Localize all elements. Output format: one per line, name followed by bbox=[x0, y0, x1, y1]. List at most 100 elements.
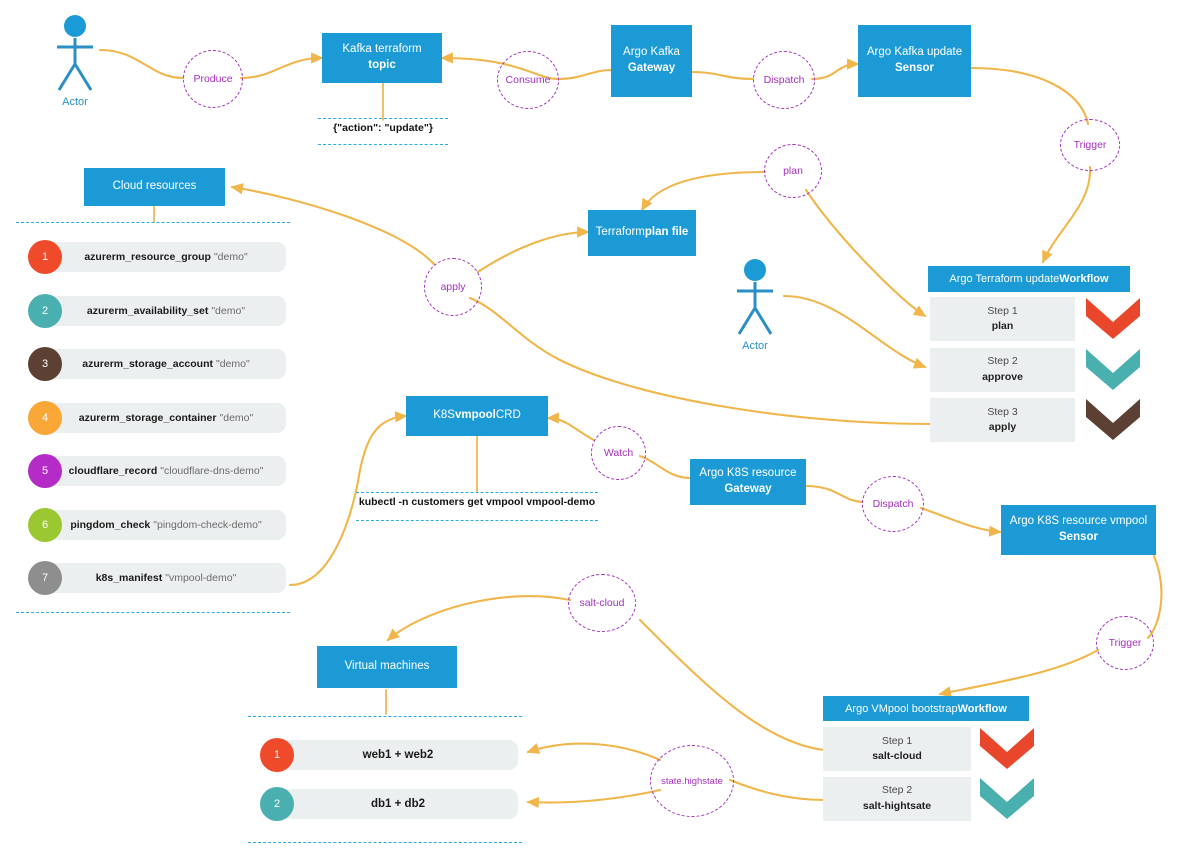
box-line-1: Argo K8S resource bbox=[699, 467, 797, 480]
edge-label-trigger-vmpool[interactable]: Trigger bbox=[1096, 616, 1154, 670]
workflow-title-bold: Workflow bbox=[957, 702, 1007, 715]
box-kafka-terraform-topic[interactable]: Kafka terraform topic bbox=[322, 33, 442, 83]
resource-name: "vmpool-demo" bbox=[165, 572, 237, 584]
edge-label-text: salt-cloud bbox=[579, 597, 625, 609]
resource-type: azurerm_storage_container bbox=[78, 411, 217, 424]
actor-producer: Actor bbox=[46, 14, 104, 114]
list-item[interactable]: web1 + web2 bbox=[278, 740, 518, 770]
resource-name: "demo" bbox=[219, 411, 254, 424]
edge-label-watch[interactable]: Watch bbox=[591, 426, 646, 480]
box-cloud-resources[interactable]: Cloud resources bbox=[84, 168, 225, 206]
box-line-2: plan file bbox=[644, 226, 689, 239]
terraform-workflow-header[interactable]: Argo Terraform update Workflow bbox=[928, 266, 1130, 292]
edge-label-salt-cloud[interactable]: salt-cloud bbox=[568, 574, 636, 632]
list-item[interactable]: azurerm_availability_set"demo" bbox=[46, 295, 286, 326]
workflow-step[interactable]: Step 2 approve bbox=[930, 347, 1075, 392]
box-line-1: Cloud resources bbox=[112, 180, 197, 193]
kafka-payload-annotation: {"action": "update"} bbox=[318, 118, 448, 145]
edge-label-produce[interactable]: Produce bbox=[183, 50, 243, 108]
step-name: salt-hightsate bbox=[862, 799, 932, 812]
list-item[interactable]: pingdom_check"pingdom-check-demo" bbox=[46, 509, 286, 540]
actor-icon bbox=[737, 259, 773, 335]
step-name: approve bbox=[982, 370, 1023, 383]
list-item-number: 4 bbox=[41, 411, 49, 424]
list-item[interactable]: azurerm_storage_container"demo" bbox=[46, 402, 286, 433]
box-terraform-plan-file[interactable]: Terraform plan file bbox=[588, 210, 696, 256]
list-item-bullet: 1 bbox=[28, 240, 62, 274]
resource-name: "pingdom-check-demo" bbox=[153, 518, 262, 531]
step-chevron bbox=[978, 726, 1036, 775]
vm-divider-bottom bbox=[248, 842, 522, 843]
list-item[interactable]: cloudflare_record"cloudflare-dns-demo" bbox=[46, 456, 286, 486]
dashed-divider-bottom bbox=[318, 144, 448, 145]
box-argo-k8s-resource-vmpool-sensor[interactable]: Argo K8S resource vmpool Sensor bbox=[1001, 505, 1156, 555]
edge-label-text: Dispatch bbox=[872, 498, 914, 510]
list-item-bullet: 6 bbox=[28, 507, 62, 542]
edge-label-text: Trigger bbox=[1108, 637, 1142, 649]
list-item-bullet: 2 bbox=[260, 787, 294, 821]
list-item-bullet: 4 bbox=[28, 400, 62, 435]
vm-name: db1 + db2 bbox=[371, 798, 425, 810]
vm-divider-top bbox=[248, 716, 522, 717]
actor-icon bbox=[57, 15, 93, 91]
box-line-2: Gateway bbox=[627, 62, 676, 74]
box-virtual-machines[interactable]: Virtual machines bbox=[317, 646, 457, 688]
step-label: Step 1 bbox=[987, 304, 1018, 317]
resource-name: "demo" bbox=[215, 358, 250, 370]
edge-label-text: Consume bbox=[505, 74, 551, 86]
edge-label-dispatch-kafka[interactable]: Dispatch bbox=[753, 51, 815, 109]
list-item-bullet: 5 bbox=[28, 454, 62, 488]
box-argo-k8s-resource-gateway[interactable]: Argo K8S resource Gateway bbox=[690, 459, 806, 505]
box-line-1: Kafka terraform bbox=[342, 43, 422, 56]
step-label: Step 2 bbox=[881, 784, 913, 797]
step-name: apply bbox=[988, 421, 1017, 433]
edge-label-state-highstate[interactable]: state.highstate bbox=[650, 745, 734, 817]
edge-label-trigger-terraform[interactable]: Trigger bbox=[1060, 119, 1120, 171]
edge-label-dispatch-k8s[interactable]: Dispatch bbox=[862, 476, 924, 532]
list-item[interactable]: db1 + db2 bbox=[278, 789, 518, 819]
resource-type: k8s_manifest bbox=[95, 572, 163, 584]
edge-label-text: state.highstate bbox=[661, 775, 723, 787]
workflow-step[interactable]: Step 2 salt-hightsate bbox=[823, 776, 971, 821]
workflow-title-bold: Workflow bbox=[1059, 273, 1109, 285]
edge-label-text: Trigger bbox=[1073, 139, 1107, 151]
box-k8s-vmpool-crd[interactable]: K8S vmpool CRD bbox=[406, 396, 548, 436]
list-item-bullet: 7 bbox=[28, 561, 62, 595]
chevron-down-icon bbox=[1086, 298, 1140, 339]
vm-name: web1 + web2 bbox=[362, 749, 434, 761]
actor-label: Actor bbox=[62, 96, 88, 108]
vmpool-workflow-header[interactable]: Argo VMpool bootstrap Workflow bbox=[823, 696, 1029, 721]
list-item[interactable]: azurerm_storage_account"demo" bbox=[46, 349, 286, 379]
box-line-1: Argo Kafka bbox=[623, 46, 680, 59]
list-item[interactable]: azurerm_resource_group"demo" bbox=[46, 242, 286, 272]
list-item-number: 2 bbox=[41, 304, 49, 317]
box-line-1: K8S bbox=[433, 409, 455, 422]
edge-label-consume[interactable]: Consume bbox=[497, 51, 559, 109]
box-argo-kafka-update-sensor[interactable]: Argo Kafka update Sensor bbox=[858, 25, 971, 97]
box-line-1: Terraform bbox=[595, 226, 645, 239]
dashed-divider-top bbox=[356, 492, 598, 493]
workflow-step[interactable]: Step 3 apply bbox=[930, 398, 1075, 442]
resource-name: "demo" bbox=[211, 304, 246, 317]
box-line-2: topic bbox=[368, 59, 396, 71]
list-item-bullet: 2 bbox=[28, 293, 62, 328]
step-chevron bbox=[1084, 347, 1142, 396]
edge-label-apply[interactable]: apply bbox=[424, 258, 482, 316]
kubectl-command-annotation: kubectl -n customers get vmpool vmpool-d… bbox=[356, 492, 598, 521]
list-item[interactable]: k8s_manifest"vmpool-demo" bbox=[46, 563, 286, 593]
edge-label-text: Produce bbox=[193, 73, 233, 85]
workflow-title-plain: Argo VMpool bootstrap bbox=[845, 702, 958, 715]
step-label: Step 2 bbox=[987, 355, 1018, 368]
edge-label-plan[interactable]: plan bbox=[764, 144, 822, 198]
box-argo-kafka-gateway[interactable]: Argo Kafka Gateway bbox=[611, 25, 692, 97]
resource-type: azurerm_storage_account bbox=[82, 358, 213, 370]
list-item-bullet: 1 bbox=[260, 738, 294, 772]
chevron-down-icon bbox=[980, 728, 1034, 769]
step-label: Step 3 bbox=[987, 405, 1018, 418]
step-chevron bbox=[978, 776, 1036, 825]
actor-approver: Actor bbox=[726, 258, 784, 358]
workflow-step[interactable]: Step 1 plan bbox=[930, 297, 1075, 341]
step-name: plan bbox=[991, 320, 1014, 332]
list-item-number: 6 bbox=[41, 518, 49, 531]
